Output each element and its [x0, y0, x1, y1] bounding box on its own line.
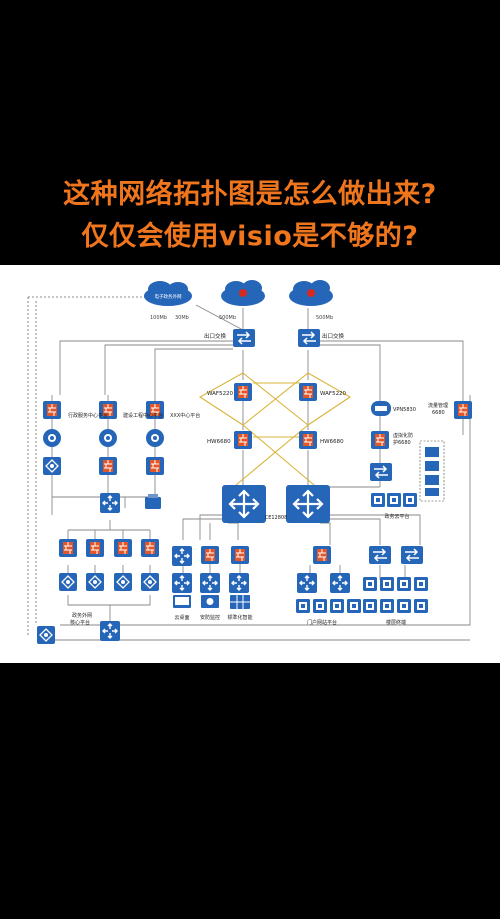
core-label: CE12808: [265, 515, 288, 521]
cloud-server-icon: [403, 493, 417, 507]
cloud-label: 电子政务外网: [155, 293, 182, 300]
firewall-row-icon: [58, 538, 78, 558]
core-router-right-icon: [286, 485, 330, 523]
exit-switch-right-icon: [297, 328, 321, 348]
flow-label: 流量管理: [428, 402, 448, 409]
headline-line-2: 仅仅会使用visio是不够的?: [81, 221, 419, 252]
bw-label-30: 30Mb: [175, 315, 189, 321]
cloud-server-icon: [387, 493, 401, 507]
printer-icon: [145, 494, 161, 509]
firewall-row-icon: [113, 538, 133, 558]
grid-panel-icon: [230, 595, 250, 609]
hw6680-left-icon: [233, 430, 253, 450]
flow-label-2: 6680: [432, 410, 445, 416]
gov-core-router-icon: [99, 620, 121, 642]
gov-core-label-2: 核心平台: [70, 619, 90, 626]
china-unicom-cloud-icon: [289, 280, 333, 306]
router-icon: [228, 572, 250, 594]
firewall-icon: [200, 545, 220, 565]
waf-left-label: WAF5220: [207, 391, 234, 397]
terminal-icon: [380, 599, 394, 613]
terminal-icon: [363, 599, 377, 613]
firewall-row-icon: [140, 538, 160, 558]
cloud-platform-label: 政务云平台: [384, 513, 409, 520]
waf-right-icon: [298, 382, 318, 402]
firewall-icon: [98, 456, 118, 476]
vpn-label: VPN5830: [393, 407, 416, 413]
gear-icon: [99, 429, 117, 447]
terminal-icon: [414, 577, 428, 591]
router-icon: [199, 572, 221, 594]
exit-switch-left-label: 出口交换: [204, 332, 227, 340]
server-icon: [330, 599, 344, 613]
virt-firewall-icon: [370, 430, 390, 450]
router-icon: [296, 572, 318, 594]
bw-label-500-right: 500Mb: [316, 315, 333, 321]
terminal-icon: [380, 577, 394, 591]
portal-label: 门户网站平台: [307, 619, 337, 626]
terminal-icon: [363, 577, 377, 591]
gear-icon: [43, 429, 61, 447]
switch-icon: [400, 545, 424, 565]
col2-label: 建设工程中心平台: [123, 412, 163, 419]
vpn-icon: [371, 401, 391, 416]
bw-label-100: 100Mb: [150, 315, 167, 321]
diamond-switch-icon: [113, 572, 133, 592]
core-router-left-icon: [222, 485, 266, 523]
gear-icon: [146, 429, 164, 447]
gray-links: [45, 304, 471, 641]
terminal-icon: [397, 599, 411, 613]
bw-label-500-mid: 500Mb: [219, 315, 236, 321]
hw6680-left-label: HW6680: [207, 439, 231, 445]
col1-label: 行政服务中心平台: [68, 412, 108, 419]
gov-core-label: 政务外网: [72, 612, 92, 619]
china-telecom-cloud-icon: [221, 280, 265, 306]
diamond-switch-icon: [140, 572, 160, 592]
server-icon: [347, 599, 361, 613]
firewall-icon: [145, 456, 165, 476]
camera-icon: [201, 595, 219, 608]
waf-right-label: WAF5220: [320, 391, 347, 397]
virt-label: 虚拟化防: [393, 432, 413, 439]
switch-diamond-icon: [42, 456, 62, 476]
desktop-icon: [173, 595, 191, 608]
server-icon: [296, 599, 310, 613]
router-icon: [171, 572, 193, 594]
cloud-switch-icon: [369, 462, 393, 482]
edge-switch-icon: [36, 625, 56, 645]
aggregation-router-icon: [99, 492, 121, 514]
topology-diagram-panel: 电子政务外网 100Mb 30Mb 500Mb 500Mb 出口交换 出口交换 …: [0, 265, 500, 663]
cloud-server-icon: [371, 493, 385, 507]
hw6680-right-icon: [298, 430, 318, 450]
security-label: 安防监控: [200, 614, 220, 621]
router-icon: [329, 572, 351, 594]
terminals-label: 楼层终端: [386, 619, 406, 626]
cloud-icon: 电子政务外网: [144, 281, 192, 306]
server-icon: [313, 599, 327, 613]
topology-diagram: 电子政务外网 100Mb 30Mb 500Mb 500Mb 出口交换 出口交换 …: [27, 280, 473, 645]
virt-label-2: 护6680: [393, 439, 411, 446]
flow-firewall-icon: [453, 400, 473, 420]
firewall-row-icon: [85, 538, 105, 558]
terminal-icon: [414, 599, 428, 613]
standard-label: 標準化智能: [227, 614, 252, 621]
headline-line-1: 这种网络拓扑图是怎么做出来?: [63, 179, 437, 210]
terminal-icon: [397, 577, 411, 591]
dashed-link: [27, 296, 180, 635]
router-icon: [171, 545, 193, 567]
diamond-switch-icon: [85, 572, 105, 592]
yun-label: 云桌面: [174, 614, 189, 621]
firewall-icon: [312, 545, 332, 565]
diamond-switch-icon: [58, 572, 78, 592]
firewall-left-1-icon: [42, 400, 62, 420]
col3-label: XXX中心平台: [170, 412, 200, 419]
waf-left-icon: [233, 382, 253, 402]
hw6680-right-label: HW6680: [320, 439, 344, 445]
exit-switch-left-icon: [232, 328, 256, 348]
yellow-mesh-links: [198, 372, 352, 491]
exit-switch-right-label: 出口交换: [322, 332, 345, 340]
legend-box: [419, 440, 445, 502]
firewall-icon: [230, 545, 250, 565]
switch-icon: [368, 545, 392, 565]
